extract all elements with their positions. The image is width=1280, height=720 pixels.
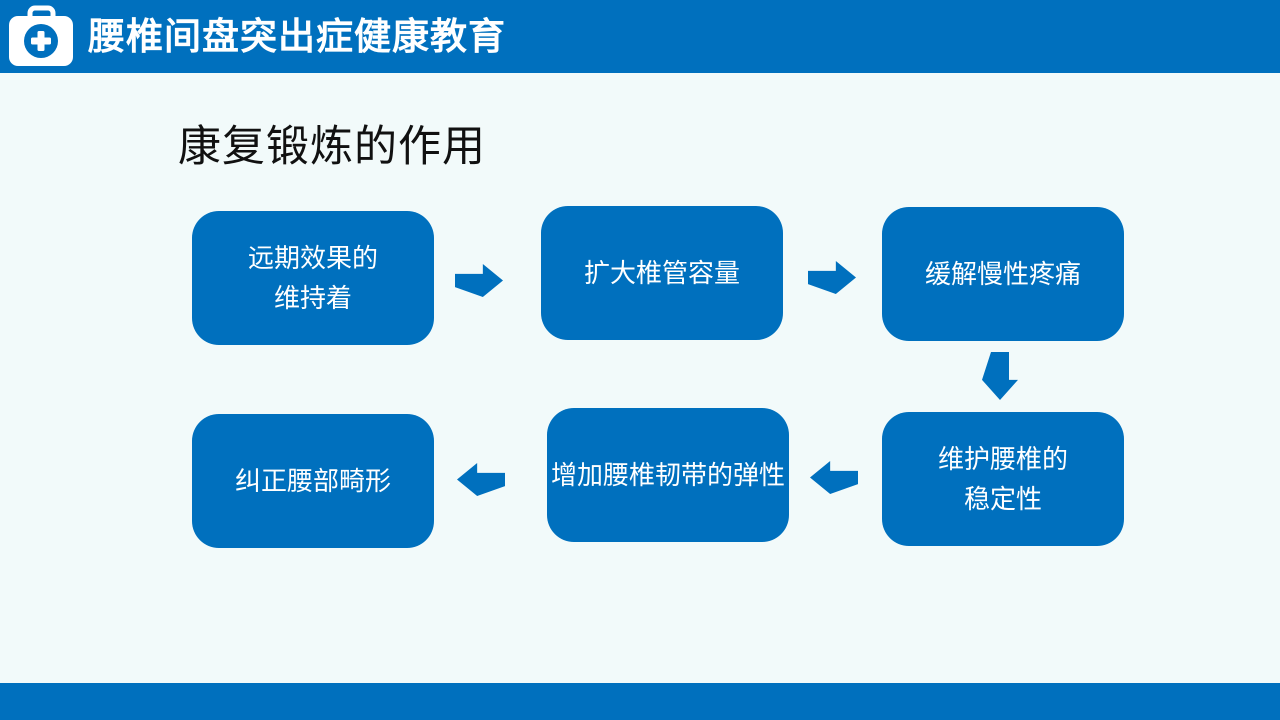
arrow-left-icon (457, 463, 505, 496)
arrow-left-icon (810, 461, 858, 494)
flow-box-text: 稳定性 (963, 484, 1042, 514)
arrow-down-icon (982, 352, 1018, 400)
arrow-right-icon (808, 261, 856, 294)
flow-box-text: 缓解慢性疼痛 (924, 259, 1081, 289)
flow-box-correct-lumbar-deformity: 纠正腰部畸形 (192, 414, 434, 548)
slide-title: 康复锻炼的作用 (178, 123, 486, 171)
footer-bar (0, 683, 1280, 720)
flow-box-relieve-chronic-pain: 缓解慢性疼痛 (882, 207, 1124, 341)
flow-box-long-term-effect: 远期效果的 维持着 (192, 211, 434, 345)
flow-box-increase-ligament-elasticity: 增加腰椎韧带的弹性 (547, 408, 789, 542)
flow-box-enlarge-spinal-canal: 扩大椎管容量 (541, 206, 783, 340)
flow-box-text: 维持着 (273, 283, 352, 313)
flow-box-text: 增加腰椎韧带的弹性 (550, 460, 785, 490)
medical-kit-icon (9, 5, 73, 69)
header-bar: 腰椎间盘突出症健康教育 (0, 0, 1280, 73)
flow-box-text: 纠正腰部畸形 (234, 466, 391, 496)
header-title: 腰椎间盘突出症健康教育 (88, 16, 506, 57)
flow-box-text: 维护腰椎的 (937, 444, 1068, 474)
flow-box-text: 远期效果的 (247, 243, 378, 273)
flow-box-maintain-lumbar-stability: 维护腰椎的 稳定性 (882, 412, 1124, 546)
arrow-right-icon (455, 264, 503, 297)
flow-box-text: 扩大椎管容量 (583, 258, 740, 288)
